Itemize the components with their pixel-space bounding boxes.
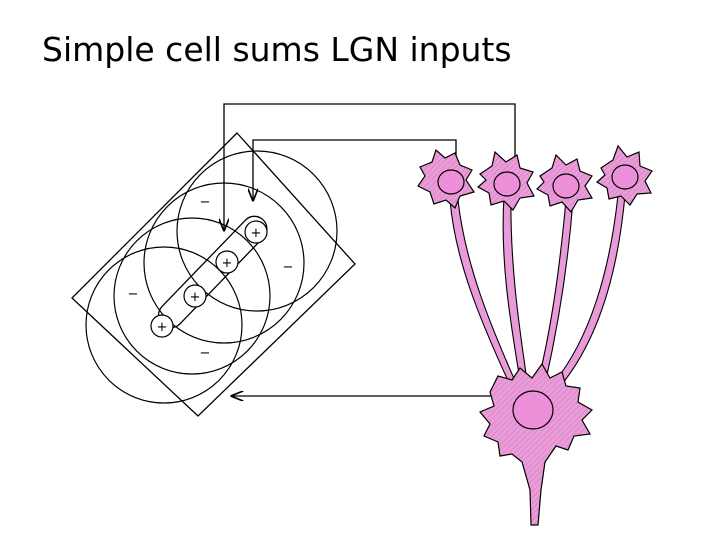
minus-sign-top: −: [200, 195, 211, 210]
slide-title: Simple cell sums LGN inputs: [42, 30, 512, 69]
simple-cell-neuron: [479, 362, 593, 526]
on-center-circle-4: [244, 220, 268, 244]
lgn-neuron-4: [595, 144, 653, 206]
surround-circle-1: [85, 246, 243, 404]
axon-2: [502, 195, 528, 381]
on-center-circle-3: [215, 250, 239, 274]
minus-sign-right: −: [283, 260, 294, 275]
receptive-field-frame: [71, 132, 356, 417]
on-center-circle-2: [183, 284, 207, 308]
on-center-circles: [150, 220, 268, 338]
minus-sign-bottom: −: [200, 346, 211, 361]
minus-sign-left: −: [128, 287, 139, 302]
simple-cell-nucleus: [512, 390, 554, 430]
plus-sign-4: +: [251, 226, 262, 241]
lgn-surround-circles: [85, 150, 338, 404]
minus-signs: − − − −: [128, 195, 294, 361]
lgn-neurons: [417, 144, 653, 214]
connection-lines: [224, 103, 516, 396]
plus-sign-3: +: [222, 256, 233, 271]
surround-circle-2: [113, 217, 271, 375]
surround-circle-4: [176, 150, 338, 312]
lgn-neuron-3: [536, 153, 593, 214]
axon-3: [537, 199, 574, 385]
lgn-axons: [449, 194, 626, 390]
lgn-neuron-2: [476, 150, 535, 211]
plus-signs: + + + +: [157, 226, 262, 335]
lgn-neuron-1: [417, 148, 475, 210]
plus-sign-1: +: [157, 320, 168, 335]
outer-feed-line: [224, 103, 516, 230]
plus-sign-2: +: [190, 290, 201, 305]
on-center-circle-1: [150, 314, 174, 338]
